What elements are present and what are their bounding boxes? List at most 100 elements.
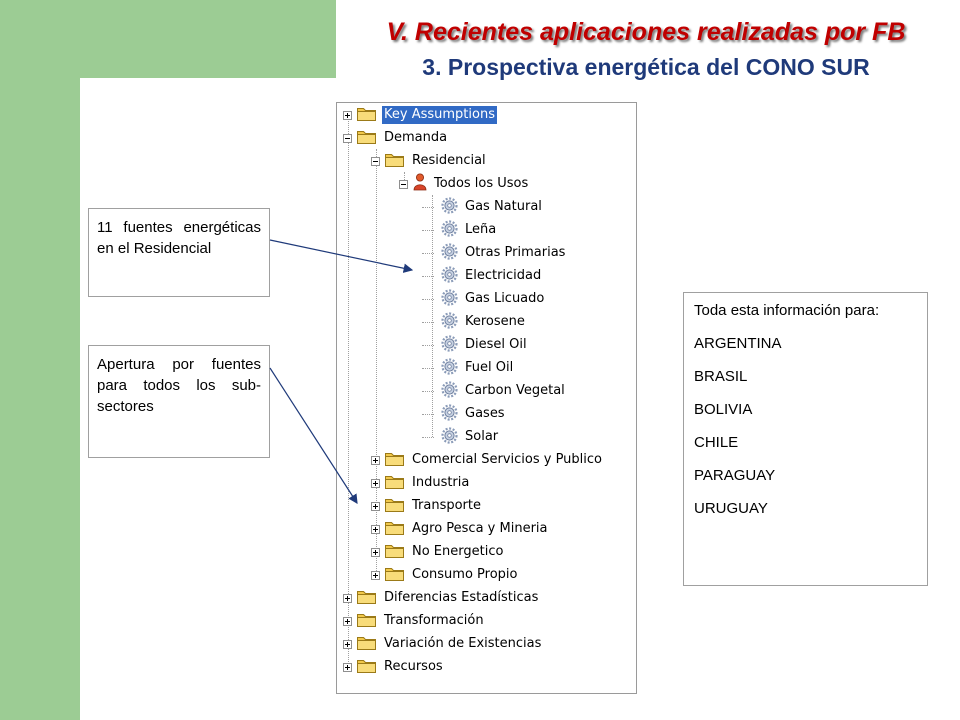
tree-item-label: Agro Pesca y Mineria xyxy=(412,521,548,536)
tree-item-lena[interactable]: Leña xyxy=(427,219,498,240)
tree-item-fuel-oil[interactable]: Fuel Oil xyxy=(427,357,515,379)
tree-item-no-energetico[interactable]: No Energetico xyxy=(371,542,505,562)
tree-connector xyxy=(422,322,434,323)
tree-connector xyxy=(422,299,434,300)
tree-item-diferencias-estadisticas[interactable]: Diferencias Estadísticas xyxy=(343,588,540,608)
tree-item-otras-primarias[interactable]: Otras Primarias xyxy=(427,242,567,264)
gear-icon xyxy=(441,426,458,448)
tree-item-label: Variación de Existencias xyxy=(384,636,542,651)
expand-icon[interactable] xyxy=(371,455,380,465)
callout-apertura-text: Apertura por fuentes para todos los sub-… xyxy=(97,356,261,415)
tree-item-gas-licuado[interactable]: Gas Licuado xyxy=(427,288,546,310)
tree-connector xyxy=(422,276,434,277)
tree-item-label: Key Assumptions xyxy=(382,106,497,124)
folder-icon xyxy=(385,543,405,562)
callout-countries: Toda esta información para: ARGENTINA BR… xyxy=(683,292,928,586)
callout-apertura: Apertura por fuentes para todos los sub-… xyxy=(88,345,270,458)
expand-icon[interactable] xyxy=(371,478,380,488)
tree-item-label: Todos los Usos xyxy=(434,176,529,191)
tree-item-label: Fuel Oil xyxy=(465,360,514,375)
tree-item-diesel-oil[interactable]: Diesel Oil xyxy=(427,334,529,356)
tree-connector xyxy=(422,345,434,346)
folder-icon xyxy=(357,612,377,631)
gear-icon xyxy=(441,334,458,356)
folder-icon xyxy=(357,589,377,608)
tree-item-industria[interactable]: Industria xyxy=(371,473,471,493)
tree-item-label: Transformación xyxy=(384,613,484,628)
folder-icon xyxy=(357,106,377,125)
tree-connector xyxy=(422,437,434,438)
gear-icon xyxy=(441,288,458,310)
callout-fuentes: 11 fuentes energéticas en el Residencial xyxy=(88,208,270,297)
tree-item-recursos[interactable]: Recursos xyxy=(343,657,445,677)
collapse-icon[interactable] xyxy=(343,133,352,143)
tree-item-label: Electricidad xyxy=(465,268,542,283)
top-accent-band xyxy=(80,0,336,78)
expand-icon[interactable] xyxy=(343,110,352,120)
tree-item-gases[interactable]: Gases xyxy=(427,403,507,424)
tree-item-gas-natural[interactable]: Gas Natural xyxy=(427,196,544,217)
country-item: ARGENTINA xyxy=(694,335,782,352)
tree-item-carbon-vegetal[interactable]: Carbon Vegetal xyxy=(427,380,567,402)
expand-icon[interactable] xyxy=(371,570,380,580)
tree-item-label: Carbon Vegetal xyxy=(465,383,565,398)
gear-icon xyxy=(441,242,458,264)
folder-icon xyxy=(385,520,405,539)
tree-item-todos-los-usos[interactable]: Todos los Usos xyxy=(399,173,530,195)
expand-icon[interactable] xyxy=(343,616,352,626)
tree-connector xyxy=(422,368,434,369)
tree-item-label: Diesel Oil xyxy=(465,337,527,352)
expand-icon[interactable] xyxy=(343,639,352,649)
folder-icon xyxy=(385,474,405,493)
folder-icon xyxy=(385,451,405,470)
callout-fuentes-text: 11 fuentes energéticas en el Residencial xyxy=(97,219,261,257)
slide-subtitle: 3. Prospectiva energética del CONO SUR xyxy=(422,54,870,80)
collapse-icon[interactable] xyxy=(399,179,408,189)
folder-icon xyxy=(357,658,377,677)
collapse-icon[interactable] xyxy=(371,156,380,166)
expand-icon[interactable] xyxy=(371,501,380,511)
country-item: CHILE xyxy=(694,434,739,451)
tree-item-transporte[interactable]: Transporte xyxy=(371,496,483,516)
tree-item-variacion-de-existencias[interactable]: Variación de Existencias xyxy=(343,634,543,654)
expand-icon[interactable] xyxy=(371,547,380,557)
gear-icon xyxy=(441,311,458,333)
tree-item-label: Residencial xyxy=(412,153,486,168)
expand-icon[interactable] xyxy=(343,662,352,672)
tree-connector xyxy=(422,253,434,254)
tree-item-key-assumptions[interactable]: Key Assumptions xyxy=(343,105,497,125)
gear-icon xyxy=(441,357,458,379)
tree-item-electricidad[interactable]: Electricidad xyxy=(427,265,543,287)
expand-icon[interactable] xyxy=(343,593,352,603)
tree-connector xyxy=(422,230,434,231)
folder-icon xyxy=(385,566,405,585)
tree-item-residencial[interactable]: Residencial xyxy=(371,151,488,171)
expand-icon[interactable] xyxy=(371,524,380,534)
tree-item-label: Consumo Propio xyxy=(412,567,518,582)
country-item: URUGUAY xyxy=(694,500,768,517)
tree-item-demanda[interactable]: Demanda xyxy=(343,128,449,148)
tree-item-label: Gases xyxy=(465,406,505,421)
tree-connector xyxy=(422,207,434,208)
tree-item-label: Diferencias Estadísticas xyxy=(384,590,539,605)
tree-item-label: Recursos xyxy=(384,659,443,674)
tree-item-label: Solar xyxy=(465,429,499,444)
tree-item-comercial-servicios-y-publico[interactable]: Comercial Servicios y Publico xyxy=(371,450,604,470)
left-accent-bar xyxy=(0,0,80,720)
tree-item-consumo-propio[interactable]: Consumo Propio xyxy=(371,565,519,585)
country-item: PARAGUAY xyxy=(694,467,776,484)
person-icon xyxy=(413,173,427,195)
tree-item-label: Gas Natural xyxy=(465,199,542,214)
folder-icon xyxy=(385,152,405,171)
gear-icon xyxy=(441,380,458,402)
gear-icon xyxy=(441,265,458,287)
tree-item-label: No Energetico xyxy=(412,544,504,559)
slide-title: V. Recientes aplicaciones realizadas por… xyxy=(386,18,906,46)
tree-item-solar[interactable]: Solar xyxy=(427,426,500,448)
tree-item-agro-pesca-y-mineria[interactable]: Agro Pesca y Mineria xyxy=(371,519,550,539)
tree-item-kerosene[interactable]: Kerosene xyxy=(427,311,527,333)
tree-item-transformacion[interactable]: Transformación xyxy=(343,611,486,631)
callout-countries-header: Toda esta información para: xyxy=(694,302,880,319)
tree-item-label: Leña xyxy=(465,222,497,237)
